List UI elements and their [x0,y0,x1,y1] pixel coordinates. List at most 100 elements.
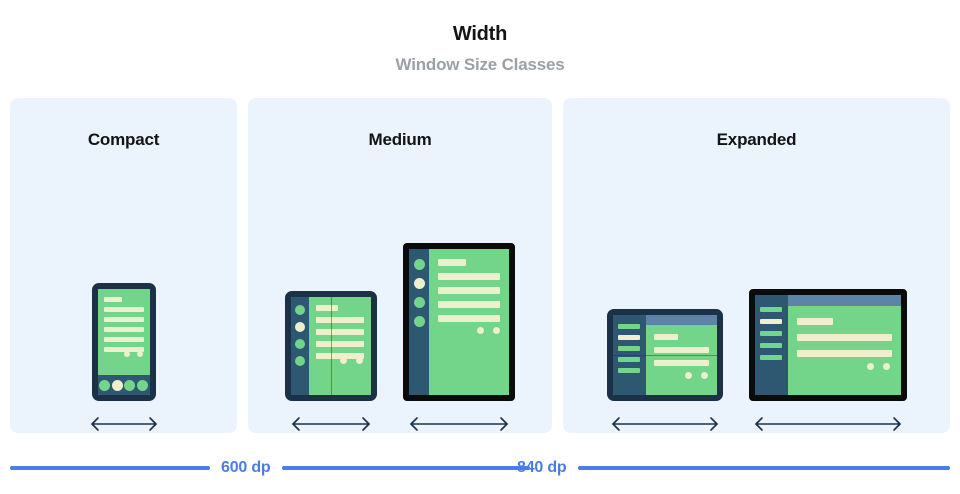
content-dot [882,363,890,370]
content-dot [477,327,484,334]
device-foldable-portrait [285,291,377,401]
content-bar [796,350,892,357]
navigation-rail [409,249,429,395]
foldable-screen [291,297,371,395]
panel-label-expanded: Expanded [716,130,797,149]
content-bar [316,353,364,359]
rail-bar[interactable] [618,368,640,373]
content-bar [316,317,364,323]
content-bar [796,318,833,325]
rail-dot[interactable] [413,259,425,270]
device-foldable-landscape [606,309,723,401]
rail-bar[interactable] [760,331,782,336]
rail-bar[interactable] [760,343,782,348]
page-subtitle: Window Size Classes [395,55,565,74]
navigation-rail [612,315,646,395]
phone-bottom-navigation-bar [97,375,150,395]
rail-dot-active[interactable] [413,278,425,289]
panel-compact: Compact [10,98,237,433]
double-headed-horizontal-arrow-icon [292,417,370,431]
nav-dot[interactable] [136,379,148,391]
nav-dot[interactable] [99,379,111,391]
content-bar [438,287,500,294]
rail-bar[interactable] [760,307,782,312]
double-headed-horizontal-arrow-icon [611,417,718,431]
rail-bar[interactable] [618,346,640,351]
chart-header: Width Window Size Classes [0,0,960,76]
content-dot [123,351,130,357]
content-bar [438,301,500,308]
content-dot [136,351,143,357]
device-row-expanded [563,163,950,433]
device-group-tablet-portrait [403,243,515,433]
page-title: Width [452,23,508,45]
breakpoint-600dp: 600 dp [10,459,530,476]
content-bar [438,315,500,322]
nav-dot[interactable] [124,379,136,391]
content-bar [103,317,144,322]
panel-label-medium: Medium [368,130,432,149]
size-class-panels: Compact [10,98,950,433]
double-headed-horizontal-arrow-icon [90,417,157,431]
content-dot [700,372,708,379]
panel-label-compact: Compact [87,130,160,149]
content-bar [103,297,122,302]
content-bar [103,347,144,352]
breakpoint-840dp: 840 dp [470,459,950,476]
content-bar [438,259,466,266]
nav-dot-active[interactable] [111,379,123,391]
content-bar [316,305,338,311]
tablet-landscape-screen [754,295,901,395]
content-dot [493,327,500,334]
content-bar [103,337,144,342]
panel-expanded: Expanded [563,98,950,433]
rail-dot[interactable] [413,297,425,308]
device-group-phone [88,283,160,433]
device-group-foldable-landscape [606,309,723,433]
fold-seam-vertical [331,297,332,395]
content-bar [103,327,144,332]
ruler-line-left [470,466,506,470]
ruler-line-left [10,466,210,470]
breakpoint-ruler: 600 dp 840 dp [0,450,960,486]
rail-bar[interactable] [760,355,782,360]
rail-dot[interactable] [295,356,305,366]
rail-bar-active[interactable] [760,319,782,324]
content-bar [316,341,364,347]
tablet-content [429,249,509,395]
content-bar [653,334,679,340]
device-group-tablet-landscape [748,289,907,433]
content-dots [477,327,500,334]
rail-dot[interactable] [413,316,425,327]
fold-seam-horizontal [612,355,717,356]
content-bar [103,307,144,312]
content-dots [684,372,708,379]
panel-medium: Medium [248,98,552,433]
content-dot [866,363,874,370]
content-bar [653,360,709,366]
phone-screen [97,289,150,395]
tablet-landscape-content [787,295,901,395]
ruler-line-right [281,466,530,470]
rail-bar[interactable] [618,324,640,329]
content-dots [866,363,890,370]
tablet-screen [409,249,509,395]
rail-dot[interactable] [295,305,305,315]
device-row-compact [10,163,237,433]
rail-dot[interactable] [295,339,305,349]
device-tablet-landscape [748,289,907,401]
navigation-rail [754,295,788,395]
content-dot [340,357,347,364]
content-dots [340,357,363,364]
rail-bar[interactable] [618,357,640,362]
content-dots [123,351,143,357]
device-tablet-portrait [403,243,515,401]
ruler-line-right [577,466,950,470]
device-group-foldable-portrait [285,291,377,433]
rail-bar-active[interactable] [618,335,640,340]
content-dot [684,372,692,379]
rail-dot-active[interactable] [295,322,305,332]
breakpoint-label-600: 600 dp [221,459,271,476]
foldable-landscape-content [645,315,717,395]
content-bar [438,273,500,280]
